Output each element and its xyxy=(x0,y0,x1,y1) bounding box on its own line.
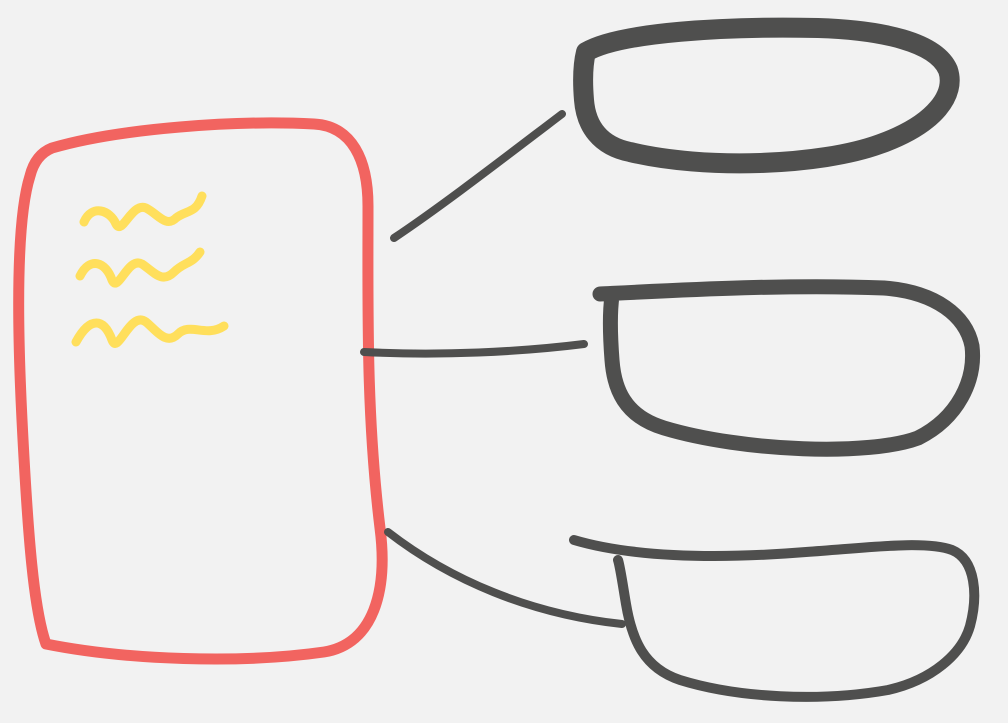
squiggle-line-3 xyxy=(71,315,229,348)
bowl-middle xyxy=(592,279,981,457)
squiggle-line-1 xyxy=(79,191,207,231)
connector-middle xyxy=(360,340,588,358)
bowl-bottom xyxy=(569,535,980,702)
squiggle-line-2 xyxy=(75,247,205,288)
bowl-top xyxy=(573,17,960,174)
main-box xyxy=(13,117,388,665)
connector-bottom xyxy=(384,528,626,628)
connector-top xyxy=(390,110,566,242)
